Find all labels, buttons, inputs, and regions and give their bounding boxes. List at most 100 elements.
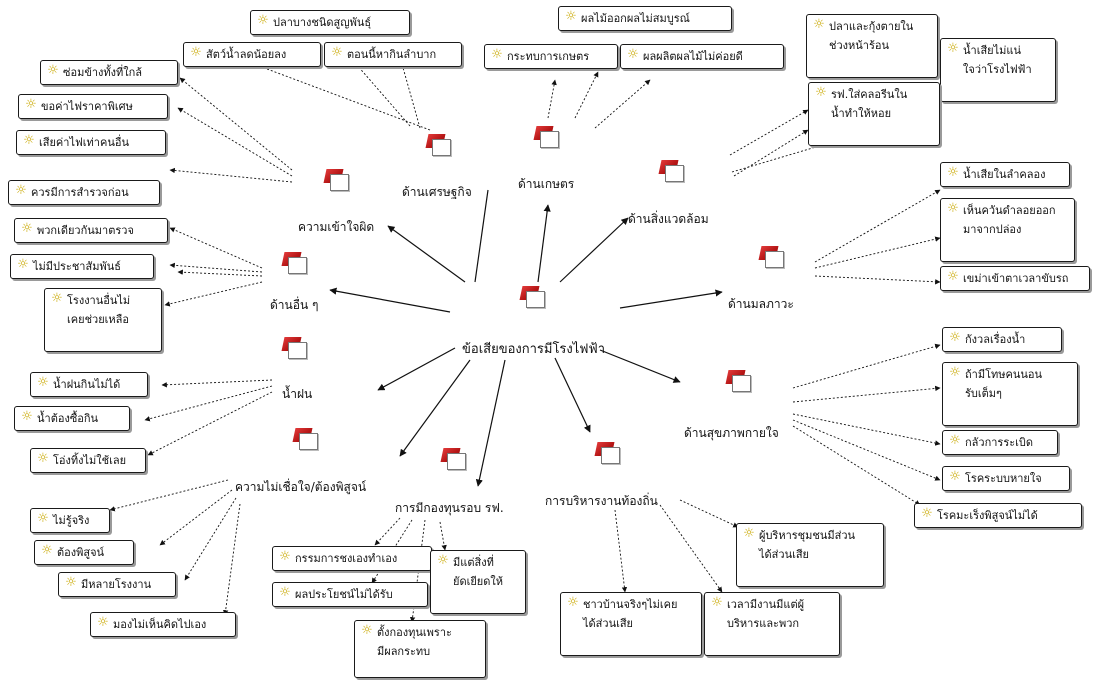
edge-center-other [329,287,451,313]
lightbulb-icon: ☼ [97,615,109,630]
note-worry-water: ☼กังวลเรื่องน้ำ [942,327,1062,353]
category-distrust: ความไม่เชื่อใจ/ต้องพิสูจน์ [235,480,367,494]
lightbulb-icon: ☼ [627,47,639,62]
note-inspect-together: ☼พวกเดียวกันมาตรวจ [14,218,168,244]
note-no-trust: ☼มองไม่เห็นคิดไปเอง [90,612,236,638]
center-label: ข้อเสียของการมีโรงไฟฟ้า [462,342,606,357]
note-pay-same-bill: ☼เสียค่าไฟเท่าคนอื่น [16,130,166,156]
note-no-benefit: ☼ผลประโยชน์ไม่ได้รับ [272,582,428,608]
document-icon [281,252,307,274]
lightbulb-icon: ☼ [257,13,269,28]
note-villagers-no-benefit: ☼ชาวบ้านจริงๆไม่เคยได้ส่วนเสีย [560,592,702,656]
edge-center-pollution [619,289,723,309]
lightbulb-icon: ☼ [15,183,27,198]
lightbulb-icon: ☼ [37,451,49,466]
note-repair-nearby: ☼ซ่อมข้างทั้งที่ใกล้ [40,60,178,86]
category-rain: น้ำฝน [282,387,313,401]
document-icon [292,428,318,450]
edge-center-agriculture [537,204,551,283]
category-pollution: ด้านมลภาวะ [728,297,794,311]
lightbulb-icon: ☼ [437,553,449,568]
category-economy: ด้านเศรษฐกิจ [402,185,472,199]
category-fund: การมีกองทุนรอบ รฟ. [395,501,504,515]
note-chlorine: ☼รฟ.ใส่คลอรีนในน้ำทำให้หอย [808,82,940,146]
document-icon [323,169,349,191]
document-icon [758,246,784,268]
note-events-for-admins: ☼เวลามีงานมีแต่ผู้บริหารและพวก [704,592,840,656]
document-icon [440,448,466,470]
lightbulb-icon: ☼ [37,511,49,526]
lightbulb-icon: ☼ [949,365,961,380]
lightbulb-icon: ☼ [331,45,343,60]
edge-center-economy [387,225,466,283]
lightbulb-icon: ☼ [21,409,33,424]
lightbulb-icon: ☼ [37,375,49,390]
edge-center-local [554,357,591,433]
category-agriculture: ด้านเกษตร [518,177,575,191]
edge-center-distrust [399,359,471,457]
category-health: ด้านสุขภาพกายใจ [684,426,779,440]
category-misunderstanding: ความเข้าใจผิด [298,220,375,234]
note-fewer-animals: ☼สัตว์น้ำลดน้อยลง [183,42,321,68]
note-many-plants: ☼มีหลายโรงงาน [58,572,176,598]
lightbulb-icon: ☼ [921,506,933,521]
note-cancer: ☼โรคมะเร็งพิสูจน์ไม่ได้ [914,503,1082,529]
lightbulb-icon: ☼ [25,97,37,112]
lightbulb-icon: ☼ [949,433,961,448]
lightbulb-icon: ☼ [17,257,29,272]
lightbulb-icon: ☼ [565,9,577,24]
note-canal-wastewater: ☼น้ำเสียในลำคลอง [940,162,1070,188]
lightbulb-icon: ☼ [711,595,723,610]
category-other: ด้านอื่น ๆ [270,298,319,312]
lightbulb-icon: ☼ [947,41,959,56]
lightbulb-icon: ☼ [815,85,827,100]
note-buy-water: ☼น้ำต้องซื้อกิน [14,406,130,432]
note-committee-self: ☼กรรมการชงเองทำเอง [272,546,432,572]
edge-center-fund [475,359,506,487]
lightbulb-icon: ☼ [279,585,291,600]
lightbulb-icon: ☼ [947,165,959,180]
lightbulb-icon: ☼ [813,17,825,32]
lightbulb-icon: ☼ [949,469,961,484]
document-icon [533,126,559,148]
note-rain-not-drinkable: ☼น้ำฝนกินไม่ได้ [30,372,148,398]
category-environment: ด้านสิ่งแวดล้อม [628,212,709,226]
note-agri-impact: ☼กระทบการเกษตร [484,44,618,70]
note-special-electricity: ☼ขอค่าไฟราคาพิเศษ [18,94,168,120]
lightbulb-icon: ☼ [23,133,35,148]
document-icon [594,442,620,464]
note-fund-because: ☼ตั้งกองทุนเพราะมีผลกระทบ [354,620,486,678]
document-icon [519,286,545,308]
note-respiratory: ☼โรคระบบหายใจ [942,466,1070,492]
edge-center-health [599,349,681,383]
edge-center-misunderstanding [474,189,489,283]
lightbulb-icon: ☼ [567,595,579,610]
note-other-plants: ☼โรงงานอื่นไม่เคยช่วยเหลือ [44,288,162,352]
note-extinct-fish: ☼ปลาบางชนิดสูญพันธุ์ [250,10,410,36]
lightbulb-icon: ☼ [51,291,63,306]
lightbulb-icon: ☼ [47,63,59,78]
document-icon [425,134,451,156]
lightbulb-icon: ☼ [65,575,77,590]
document-icon [658,160,684,182]
note-poor-yield: ☼ผลผลิตผลไม้ไม่ค่อยดี [620,44,784,70]
note-no-pr: ☼ไม่มีประชาสัมพันธ์ [10,254,154,280]
note-fear-explosion: ☼กลัวการระเบิด [942,430,1058,456]
lightbulb-icon: ☼ [279,549,291,564]
note-wastewater-unsure: ☼น้ำเสียไม่แน่ใจว่าโรงไฟฟ้า [940,38,1056,102]
lightbulb-icon: ☼ [361,623,373,638]
note-should-check: ☼ควรมีการสำรวจก่อน [8,180,160,206]
lightbulb-icon: ☼ [947,201,959,216]
note-things-given: ☼มีแต่สิ่งที่ยัดเยียดให้ [430,550,526,614]
category-local-admin: การบริหารงานท้องถิ่น [545,494,658,508]
edge-center-rain [377,347,456,391]
lightbulb-icon: ☼ [491,47,503,62]
lightbulb-icon: ☼ [41,543,53,558]
note-hard-living: ☼ตอนนี้หากินลำบาก [324,42,462,68]
note-unknown-truth: ☼ไม่รู้จริง [30,508,110,534]
lightbulb-icon: ☼ [21,221,33,236]
lightbulb-icon: ☼ [947,269,959,284]
note-community-leader: ☼ผู้บริหารชุมชนมีส่วนได้ส่วนเสีย [736,523,884,587]
lightbulb-icon: ☼ [190,45,202,60]
